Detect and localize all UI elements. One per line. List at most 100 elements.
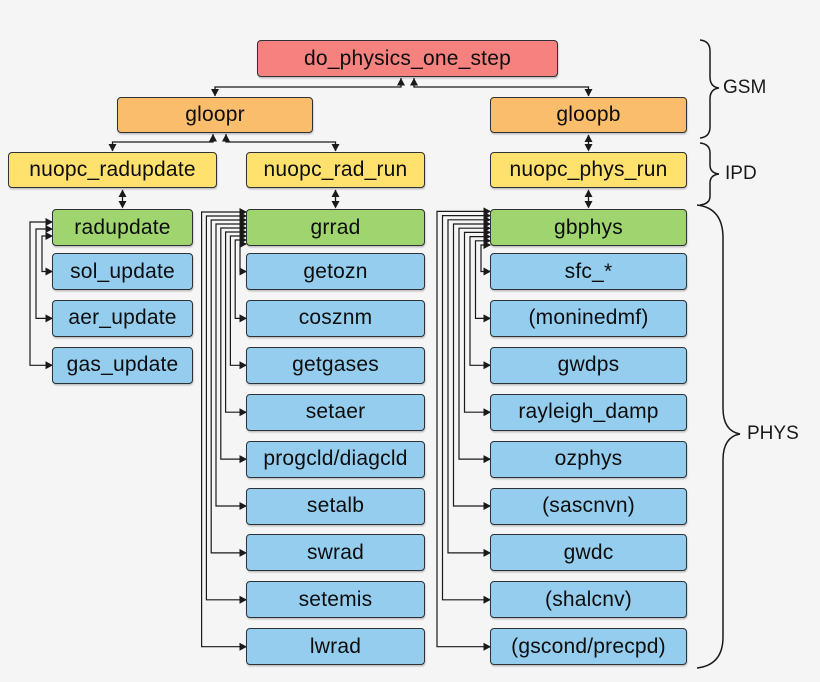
arrowhead [45, 218, 53, 226]
arrowhead [108, 144, 117, 152]
node-nuopc_phys_run: nuopc_phys_run [490, 152, 687, 188]
brace-label-gsm: GSM [723, 77, 767, 98]
wire-grrad-child-8 [201, 211, 246, 648]
node-grrad: grrad [246, 209, 425, 246]
node-gscond-precpd: (gscond/precpd) [490, 628, 687, 666]
arrowhead [45, 267, 53, 276]
node-lwrad: lwrad [246, 628, 425, 666]
node-moninedmf: (moninedmf) [490, 299, 687, 337]
wire-gbphys-child-7 [441, 215, 490, 601]
wire-gbphys-child-2 [469, 236, 490, 366]
arrowhead [239, 361, 247, 370]
arrowhead [209, 134, 217, 142]
wire-grrad-child-2 [229, 235, 246, 366]
wire-gbphys-child-6 [447, 219, 490, 554]
arrowhead [483, 595, 491, 604]
brace-ipd [699, 142, 720, 206]
arrowhead [239, 642, 247, 651]
arrowhead [45, 314, 53, 323]
node-getgases: getgases [246, 346, 425, 384]
wire-root-gloopb [413, 78, 590, 96]
node-sascnvn: (sascnvn) [490, 487, 687, 525]
arrowhead [331, 189, 340, 197]
arrowhead [118, 201, 127, 209]
wire-gbphys-child-0 [480, 244, 490, 273]
arrowhead [45, 225, 53, 233]
arrowhead [483, 267, 491, 276]
arrowhead [483, 642, 491, 651]
node-setemis: setemis [246, 581, 425, 619]
arrowhead [397, 78, 405, 86]
node-ozphys: ozphys [490, 440, 687, 478]
wire-grrad-child-7 [205, 215, 246, 601]
arrowhead [239, 595, 247, 604]
brace-phys [696, 204, 741, 669]
arrowhead [584, 144, 593, 152]
arrowhead [239, 267, 247, 276]
node-getozn: getozn [246, 253, 425, 290]
arrowhead [584, 89, 593, 97]
arrowhead [483, 361, 491, 370]
wire-grrad-child-6 [210, 219, 246, 554]
arrowhead [410, 78, 418, 86]
arrowhead [45, 361, 53, 370]
wire-gbphys-child-8 [436, 210, 490, 648]
arrowhead [331, 144, 340, 152]
brace-gsm [699, 39, 720, 139]
wire-gbphys-child-5 [452, 223, 490, 507]
node-sfc-*: sfc_* [490, 253, 687, 290]
arrowhead [239, 408, 247, 417]
wire-gbphys-child-1 [474, 240, 490, 319]
node-gwdc: gwdc [490, 534, 687, 572]
arrowhead [584, 201, 593, 209]
node-radupdate: radupdate [52, 209, 193, 246]
arrowhead [483, 207, 491, 216]
node-sol-update: sol_update [52, 253, 193, 290]
node-swrad: swrad [246, 534, 425, 572]
wire-gbphys-child-4 [458, 227, 490, 460]
wire-grrad-child-3 [225, 231, 246, 413]
node-aer-update: aer_update [52, 299, 193, 337]
node-setalb: setalb [246, 487, 425, 525]
wire-grrad-child-4 [220, 227, 246, 460]
node-gas-update: gas_update [52, 346, 193, 384]
arrowhead [211, 89, 219, 97]
wire-radupdate-child-1 [35, 228, 52, 319]
node-shalcnv: (shalcnv) [490, 581, 687, 619]
arrowhead [584, 189, 593, 197]
wire-gbphys-child-3 [463, 231, 490, 413]
wire-gloopr-nuopc-radupdate [111, 134, 214, 151]
node-gloopb: gloopb [490, 97, 687, 133]
node-setaer: setaer [246, 393, 425, 431]
arrowhead [239, 208, 247, 216]
wire-gloopr-nuopc-rad-run [225, 134, 337, 151]
arrowhead [483, 455, 491, 464]
arrowhead [483, 548, 491, 557]
node-nuopc_rad_run: nuopc_rad_run [246, 152, 425, 188]
wire-grrad-child-5 [215, 223, 246, 507]
arrowhead [483, 502, 491, 510]
wire-root-gloopr [214, 78, 402, 96]
arrowhead [239, 314, 247, 323]
node-cosznm: cosznm [246, 299, 425, 337]
arrowhead [222, 134, 230, 142]
arrowhead [331, 201, 340, 209]
arrowhead [118, 189, 127, 197]
wire-radupdate-child-0 [41, 235, 52, 273]
node-gloopr: gloopr [117, 97, 313, 133]
arrowhead [239, 502, 247, 510]
brace-label-ipd: IPD [725, 163, 757, 184]
arrowhead [483, 314, 491, 323]
node-rayleigh-damp: rayleigh_damp [490, 393, 687, 431]
node-progcld-diagcld: progcld/diagcld [246, 440, 425, 478]
arrowhead [45, 232, 53, 240]
node-gbphys: gbphys [490, 209, 687, 246]
arrowhead [239, 455, 247, 464]
node-root: do_physics_one_step [257, 40, 558, 77]
arrowhead [483, 408, 491, 417]
node-gwdps: gwdps [490, 346, 687, 384]
arrowhead [584, 134, 593, 142]
wire-radupdate-child-2 [29, 221, 52, 366]
